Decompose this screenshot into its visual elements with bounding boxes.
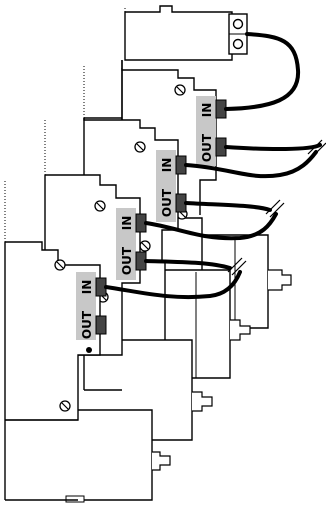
out-in-label-box — [76, 272, 96, 340]
in-label: IN — [200, 103, 214, 118]
in-label: IN — [160, 158, 174, 173]
in-label: IN — [80, 280, 94, 295]
terminal-block — [124, 5, 248, 61]
module-unit-4: IN OUT — [4, 180, 171, 503]
cable-top-to-terminal — [224, 32, 301, 111]
cable-unit3-in — [144, 212, 278, 241]
indicator-dot — [86, 347, 92, 353]
cables — [104, 32, 322, 300]
cable-unit2-in — [184, 150, 318, 179]
cable-break-marks — [227, 139, 326, 276]
out-label: OUT — [80, 310, 94, 339]
out-in-label-box — [116, 208, 136, 280]
in-label: IN — [120, 216, 134, 231]
terminal-screw-icon — [232, 38, 244, 50]
mounting-knob-icon — [192, 391, 213, 412]
terminal-screw-icon — [232, 18, 244, 30]
out-label: OUT — [200, 133, 214, 162]
cable-unit3-out — [144, 259, 232, 270]
out-in-label-box — [156, 150, 176, 222]
mounting-knob-icon — [268, 269, 292, 291]
cable-unit1-out — [224, 143, 322, 152]
mounting-knob-icon — [230, 319, 251, 341]
out-label: OUT — [160, 188, 174, 217]
cable-unit4-in — [104, 270, 242, 300]
out-label: OUT — [120, 246, 134, 275]
mounting-knob-icon — [152, 451, 171, 471]
cable-unit2-out — [184, 201, 272, 212]
out-in-label-box — [196, 96, 216, 166]
